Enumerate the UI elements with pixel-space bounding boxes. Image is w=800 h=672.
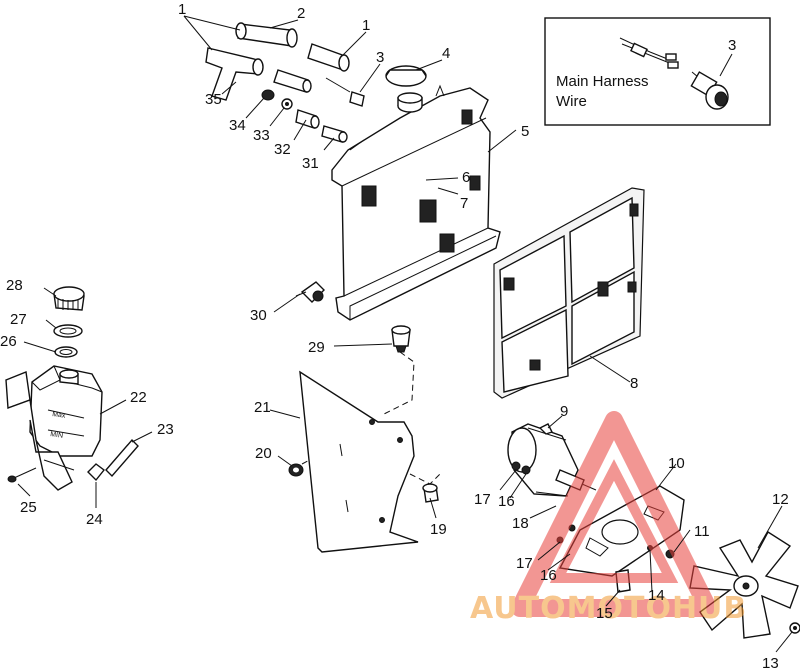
callout-6: 6 — [462, 169, 470, 186]
callout-30: 30 — [250, 307, 267, 324]
callout-20: 20 — [255, 445, 272, 462]
watermark-text: AUTOMOTOHUB — [470, 591, 747, 626]
callout-7: 7 — [460, 195, 468, 212]
callout-23: 23 — [157, 421, 174, 438]
callout-32: 32 — [274, 141, 291, 158]
fan-blade — [689, 531, 799, 639]
leader-lines — [17, 15, 793, 653]
callout-18: 18 — [512, 515, 529, 532]
screw-dashed-line — [409, 473, 441, 485]
callout-26: 26 — [0, 333, 17, 350]
callout-14: 14 — [648, 587, 665, 604]
inset-box: Main Harness Wire 3 — [544, 17, 771, 126]
radiator-screen — [493, 187, 645, 399]
drain-valve — [295, 281, 325, 303]
screw — [422, 483, 439, 503]
inset-label-line2: Wire — [556, 93, 587, 110]
callout-13: 13 — [762, 655, 779, 672]
callout-25: 25 — [20, 499, 37, 516]
shroud-plate — [299, 370, 419, 553]
tank-max-mark: Max — [52, 411, 67, 420]
radiator — [331, 84, 501, 321]
tank-bracket — [5, 371, 75, 491]
small-hose — [273, 69, 312, 93]
callout-21: 21 — [254, 399, 271, 416]
callout-34: 34 — [229, 117, 246, 134]
bolt — [288, 463, 304, 477]
callout-16-lower: 16 — [540, 567, 557, 584]
callout-17-upper: 17 — [474, 491, 491, 508]
callout-3: 3 — [376, 49, 384, 66]
callout-35: 35 — [205, 91, 222, 108]
harness-connector — [619, 37, 679, 69]
callout-1-right: 1 — [362, 17, 370, 34]
callout-5: 5 — [521, 123, 529, 140]
callout-9: 9 — [560, 403, 568, 420]
callout-28: 28 — [6, 277, 23, 294]
filler-neck — [54, 346, 78, 358]
tank-min-mark: MIN — [50, 431, 64, 440]
expansion-tank: Max MIN — [29, 365, 103, 457]
fan-nut — [789, 622, 800, 634]
fittings — [261, 77, 365, 143]
lower-hose — [205, 47, 264, 101]
tank-screw — [7, 467, 37, 483]
callout-12: 12 — [772, 491, 789, 508]
cap-gasket — [53, 324, 83, 338]
overflow-hose — [105, 438, 139, 478]
callout-15: 15 — [596, 605, 613, 622]
clamp — [87, 463, 105, 482]
callout-3-inset: 3 — [728, 37, 736, 54]
callout-31: 31 — [302, 155, 319, 172]
fan-motor — [507, 423, 597, 497]
callout-24: 24 — [86, 511, 103, 528]
callout-11: 11 — [694, 523, 710, 540]
callout-10: 10 — [668, 455, 685, 472]
tank-cap — [53, 286, 85, 311]
bypass-hose — [307, 43, 350, 72]
callout-22: 22 — [130, 389, 147, 406]
temperature-sensor-inset — [690, 71, 729, 110]
radiator-cap — [385, 65, 427, 87]
callout-17-lower: 17 — [516, 555, 533, 572]
inset-label-line1: Main Harness — [556, 73, 649, 90]
callout-4: 4 — [442, 45, 450, 62]
callout-29: 29 — [308, 339, 325, 356]
watermark: AUTOMOTOHUB — [470, 411, 747, 626]
callout-1-top: 1 — [178, 1, 186, 18]
callout-19: 19 — [430, 521, 447, 538]
grommet — [391, 325, 411, 353]
callout-2: 2 — [297, 5, 305, 22]
mount-dashed-line — [383, 351, 415, 415]
callout-27: 27 — [10, 311, 27, 328]
callout-33: 33 — [253, 127, 270, 144]
callout-8: 8 — [630, 375, 638, 392]
upper-hose — [235, 22, 298, 48]
callout-16-upper: 16 — [498, 493, 515, 510]
